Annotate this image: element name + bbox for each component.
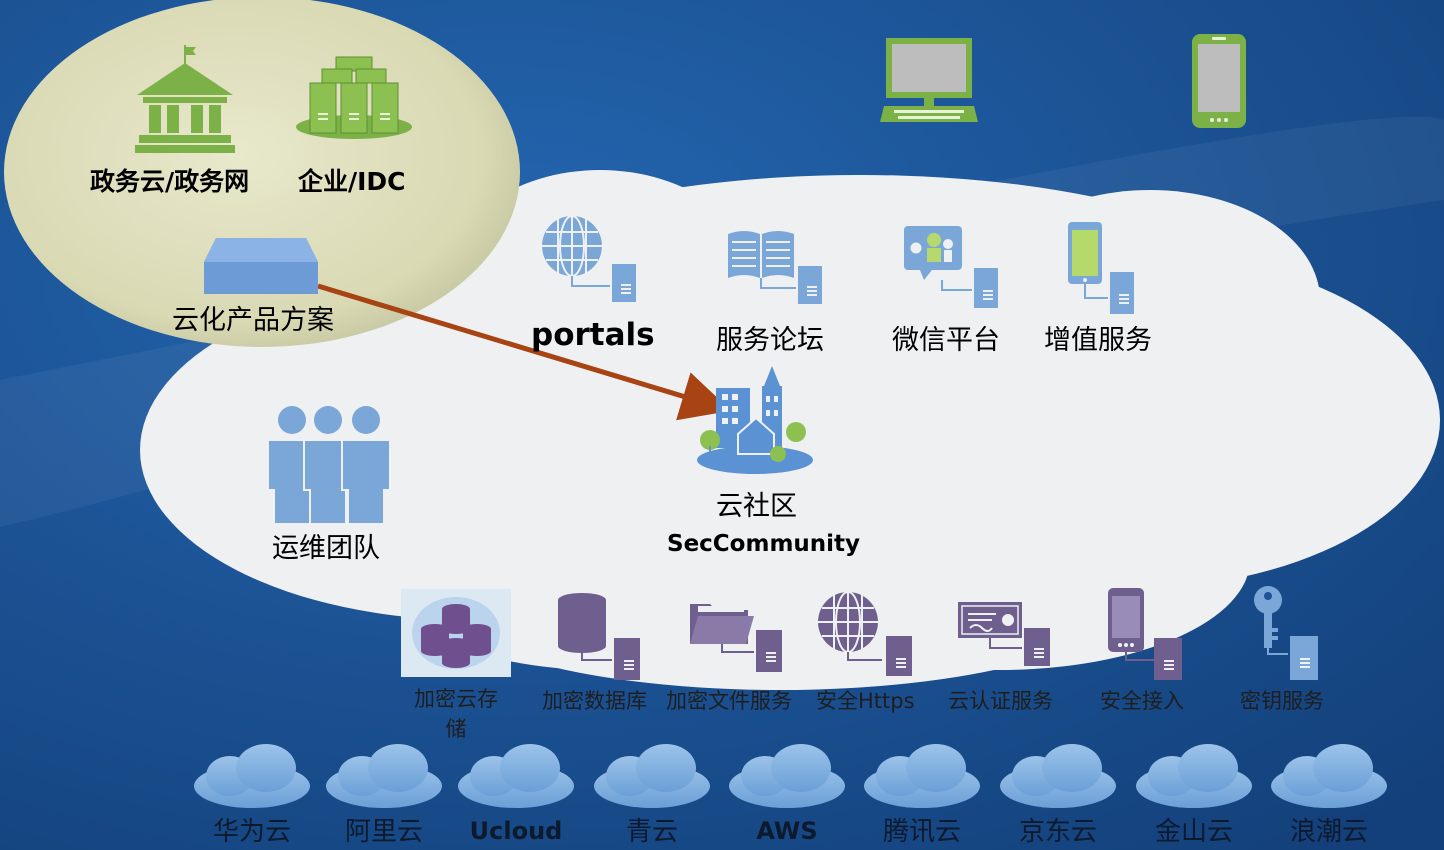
globe-server-icon bbox=[542, 215, 636, 302]
service-label-forum: 服务论坛 bbox=[716, 325, 824, 356]
service-label-wechat: 微信平台 bbox=[892, 325, 1000, 356]
gov-cloud-label: 政务云/政务网 bbox=[90, 167, 250, 196]
provider-label: Ucloud bbox=[469, 817, 563, 845]
key-server-icon bbox=[1254, 586, 1318, 680]
security-label-key: 密钥服务 bbox=[1240, 689, 1324, 713]
datacenter-servers-icon bbox=[296, 56, 412, 139]
database-cluster-icon bbox=[401, 589, 511, 677]
security-label-database: 加密数据库 bbox=[542, 689, 647, 713]
globe-server-icon bbox=[818, 591, 912, 676]
community-city-icon bbox=[697, 366, 813, 474]
operations-team-label: 运维团队 bbox=[272, 533, 380, 564]
provider-label: AWS bbox=[756, 817, 818, 845]
cloud-product-label: 云化产品方案 bbox=[172, 305, 334, 336]
provider-label: 浪潮云 bbox=[1289, 817, 1368, 847]
book-server-icon bbox=[728, 231, 822, 304]
service-label-value-added: 增值服务 bbox=[1044, 325, 1152, 356]
community-title: 云社区 bbox=[716, 491, 797, 522]
security-label-auth: 云认证服务 bbox=[948, 689, 1053, 713]
certificate-server-icon bbox=[958, 602, 1050, 666]
community-subtitle: SecCommunity bbox=[667, 531, 861, 557]
service-label-portals: portals bbox=[531, 317, 655, 353]
provider-label: 京东云 bbox=[1018, 817, 1097, 847]
provider-label: 青云 bbox=[625, 817, 678, 847]
provider-label: 阿里云 bbox=[344, 817, 423, 847]
desktop-computer-icon bbox=[880, 38, 978, 122]
security-label-https: 安全Https bbox=[816, 689, 915, 713]
provider-label: 金山云 bbox=[1154, 817, 1233, 847]
provider-cloud-shapes bbox=[194, 744, 1387, 808]
phone-server-icon bbox=[1108, 588, 1182, 680]
chat-server-icon bbox=[904, 226, 998, 308]
provider-label: 华为云 bbox=[212, 817, 291, 847]
security-label-access: 安全接入 bbox=[1100, 689, 1184, 713]
appliance-box-icon bbox=[204, 238, 318, 294]
main-cloud-shape bbox=[140, 170, 1440, 690]
operations-team-icon bbox=[267, 406, 391, 525]
phone-server-icon bbox=[1068, 222, 1134, 314]
mobile-phone-icon bbox=[1192, 34, 1246, 128]
database-server-icon bbox=[558, 593, 640, 680]
deployment-arrow bbox=[317, 283, 732, 421]
security-label-file-service: 加密文件服务 bbox=[666, 689, 792, 713]
folder-server-icon bbox=[690, 604, 782, 672]
enterprise-idc-label: 企业/IDC bbox=[298, 167, 406, 196]
provider-label: 腾讯云 bbox=[882, 817, 961, 847]
security-label-storage: 加密云存储 bbox=[414, 687, 498, 741]
government-building-icon bbox=[135, 45, 235, 153]
